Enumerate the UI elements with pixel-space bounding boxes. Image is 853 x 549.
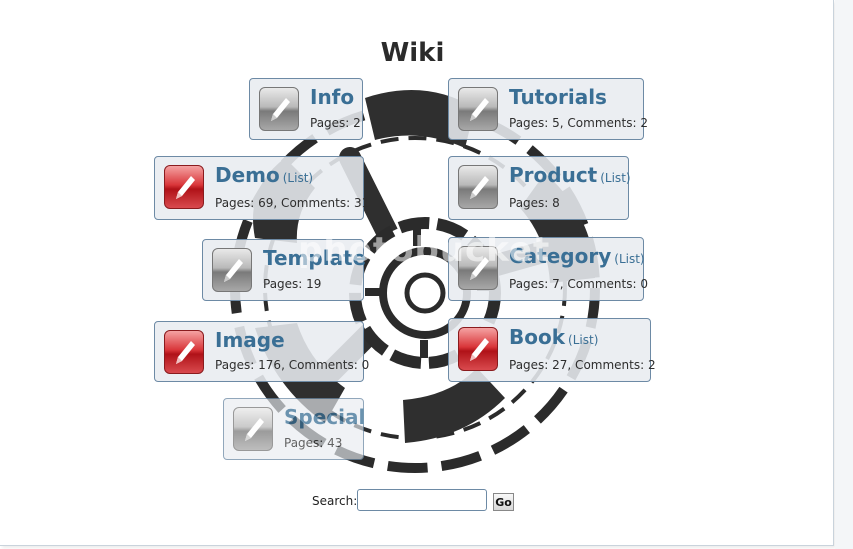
category-card-special[interactable]: Special Pages: 43	[223, 398, 366, 460]
category-card-template[interactable]: Template Pages: 19	[202, 239, 367, 301]
card-stats: Pages: 19	[263, 277, 322, 291]
search-label: Search:	[312, 494, 358, 508]
pencil-icon	[164, 330, 204, 374]
category-card-info[interactable]: Info Pages: 2	[249, 78, 363, 140]
pencil-icon	[458, 165, 498, 209]
card-title[interactable]: Category(List)	[509, 244, 645, 268]
list-link[interactable]: (List)	[600, 171, 631, 185]
card-title[interactable]: Template	[263, 246, 367, 270]
card-title[interactable]: Special	[284, 405, 366, 429]
pencil-icon	[458, 246, 498, 290]
search-input[interactable]	[357, 489, 487, 511]
pencil-icon	[212, 248, 252, 292]
card-title[interactable]: Product(List)	[509, 163, 631, 187]
card-stats: Pages: 27, Comments: 2	[509, 358, 656, 372]
list-link[interactable]: (List)	[568, 333, 599, 347]
go-button[interactable]: Go	[493, 493, 514, 511]
category-card-product[interactable]: Product(List) Pages: 8	[448, 156, 631, 220]
list-link[interactable]: (List)	[614, 252, 645, 266]
pencil-icon	[458, 87, 498, 131]
card-stats: Pages: 5, Comments: 2	[509, 116, 648, 130]
card-title[interactable]: Info	[310, 85, 355, 109]
card-stats: Pages: 8	[509, 196, 560, 210]
window-edge	[835, 0, 853, 549]
card-stats: Pages: 176, Comments: 0	[215, 358, 370, 372]
category-card-tutorials[interactable]: Tutorials Pages: 5, Comments: 2	[448, 78, 648, 140]
page-panel: Wiki photobucket	[0, 0, 834, 546]
card-title[interactable]: Book(List)	[509, 325, 599, 349]
category-card-image[interactable]: Image Pages: 176, Comments: 0	[154, 321, 369, 382]
page-title: Wiki	[380, 38, 445, 68]
card-stats: Pages: 2	[310, 116, 361, 130]
card-title[interactable]: Demo(List)	[215, 163, 314, 187]
pencil-icon	[233, 407, 273, 451]
pencil-icon	[458, 327, 498, 371]
card-stats: Pages: 43	[284, 436, 343, 450]
category-card-book[interactable]: Book(List) Pages: 27, Comments: 2	[448, 318, 656, 382]
pencil-icon	[259, 87, 299, 131]
card-title[interactable]: Image	[215, 328, 285, 352]
card-title[interactable]: Tutorials	[509, 85, 607, 109]
pencil-icon	[164, 165, 204, 209]
card-stats: Pages: 7, Comments: 0	[509, 277, 648, 291]
list-link[interactable]: (List)	[282, 171, 314, 185]
category-card-demo[interactable]: Demo(List) Pages: 69, Comments: 31	[154, 156, 369, 220]
card-stats: Pages: 69, Comments: 31	[215, 196, 370, 210]
category-card-category[interactable]: Category(List) Pages: 7, Comments: 0	[448, 237, 648, 301]
